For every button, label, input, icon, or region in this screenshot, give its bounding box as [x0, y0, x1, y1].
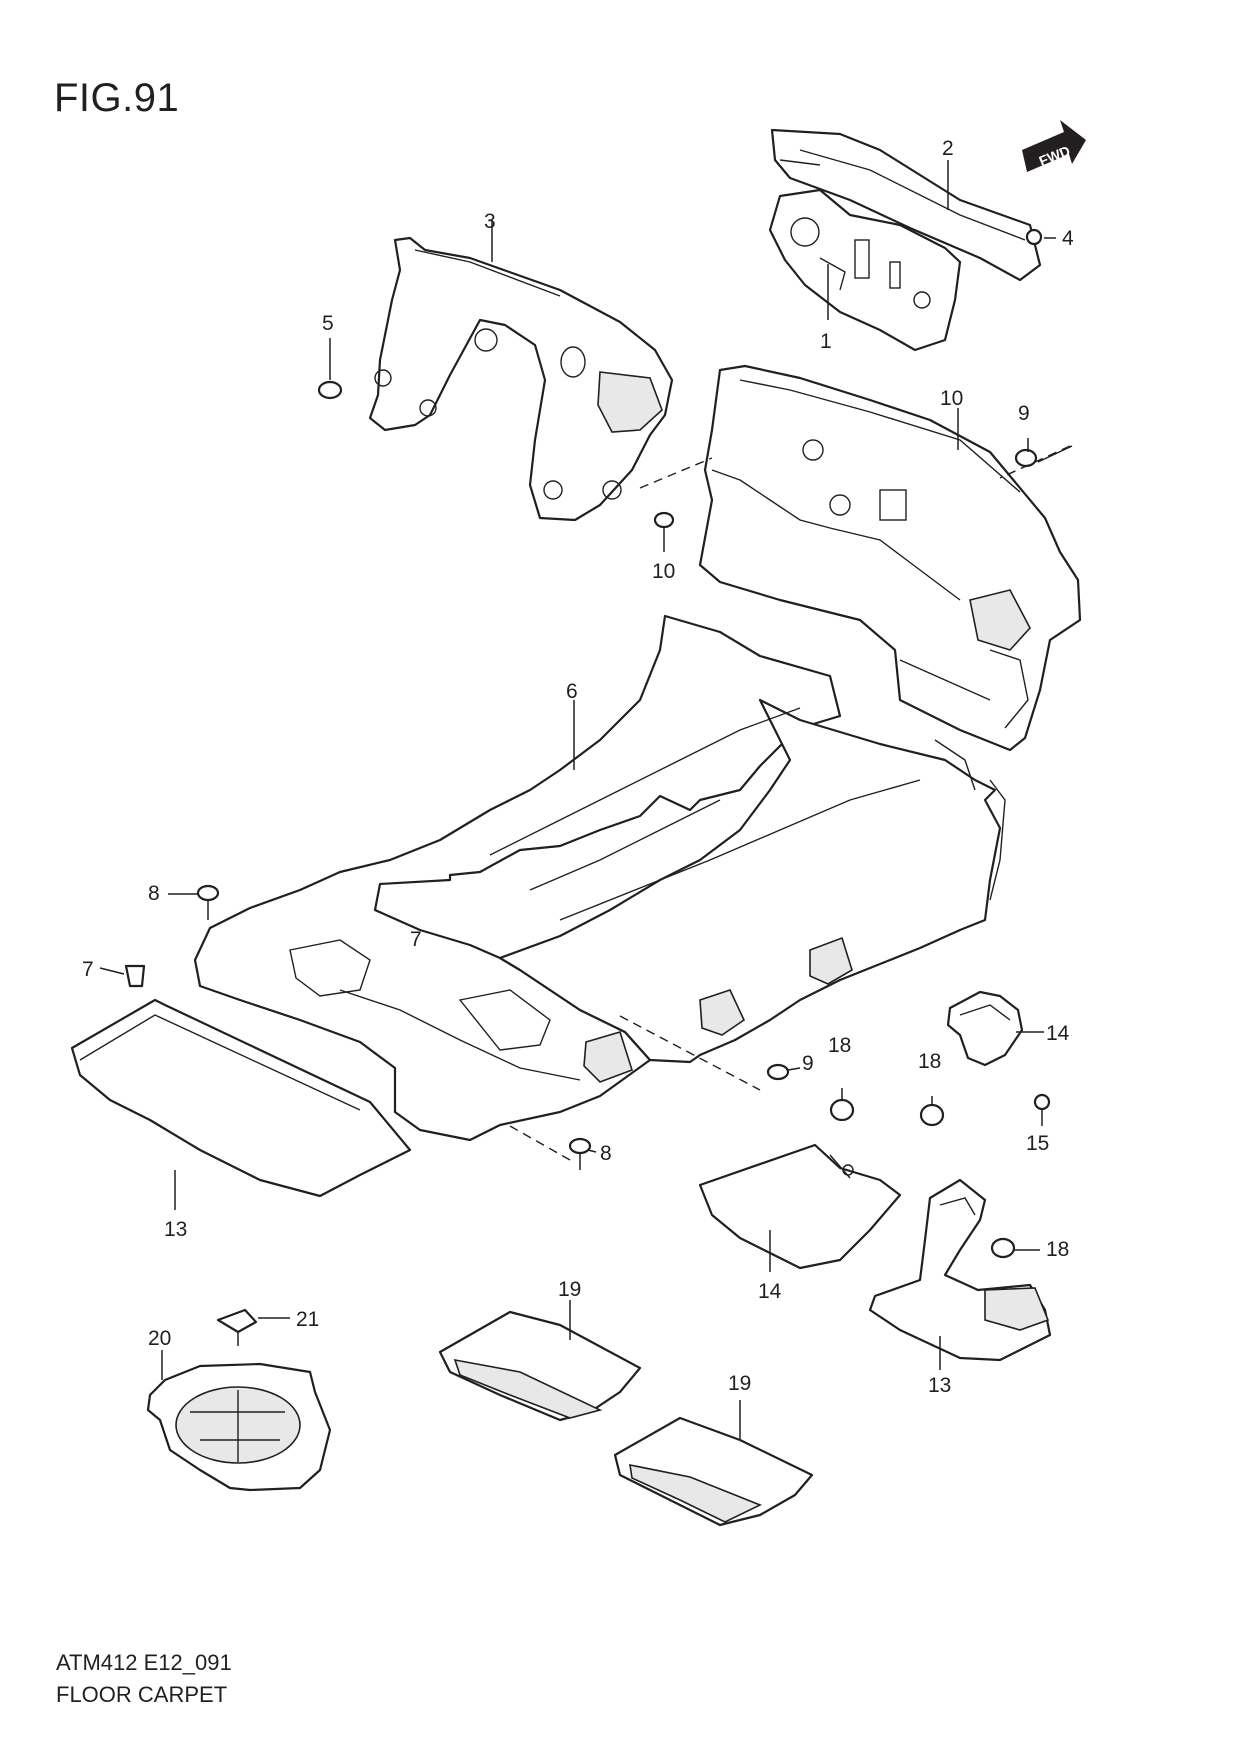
clip-5-icon: [317, 380, 343, 400]
clip-21-icon: [216, 1308, 258, 1346]
clip-18a-icon: [829, 1098, 855, 1122]
part-3-dash-insulator: [368, 236, 674, 522]
callout-13: 13: [928, 1374, 951, 1397]
callout-21: 21: [296, 1308, 319, 1331]
figure-name: FLOOR CARPET: [56, 1682, 228, 1707]
callout-4: 4: [1062, 227, 1074, 250]
part-6-floor-carpet: [193, 614, 1006, 1142]
clip-11-icon: [1014, 448, 1038, 468]
callout-12: 10: [652, 560, 675, 583]
part-19-mat-a: [438, 1310, 642, 1422]
figure-title: FIG.91: [54, 76, 180, 120]
callout-15: 13: [164, 1218, 187, 1241]
part-16-bracket: [946, 990, 1024, 1067]
callout-2: 2: [942, 137, 954, 160]
clip-7-icon: [124, 964, 146, 988]
callout-1: 1: [820, 330, 832, 353]
callout-7-floor: 7: [410, 928, 422, 951]
callout-7-left: 7: [82, 958, 94, 981]
callout-16: 14: [1046, 1022, 1070, 1045]
callout-17: 15: [1026, 1132, 1049, 1155]
callout-8-lower: 8: [600, 1142, 612, 1165]
part-13-floor-mat-rear: [868, 1178, 1052, 1362]
part-15-luggage-board: [70, 998, 412, 1198]
clip-17-icon: [1033, 1093, 1051, 1111]
clip-12-icon: [653, 511, 675, 529]
callout-18-a: 18: [828, 1034, 851, 1057]
figure-code: ATM412 E12_091: [56, 1650, 232, 1675]
callout-6: 6: [566, 680, 578, 703]
part-14-floor-mat-front: [698, 1143, 902, 1270]
clip-9-icon: [766, 1063, 790, 1081]
callout-14: 14: [758, 1280, 782, 1303]
callout-19-b: 19: [728, 1372, 751, 1395]
callout-18-b: 18: [918, 1050, 941, 1073]
clip-8-lower-icon: [568, 1137, 592, 1170]
callout-3: 3: [484, 210, 496, 233]
part-1-dash-silencer-lower: [768, 188, 962, 352]
callout-19-a: 19: [558, 1278, 581, 1301]
part-19-mat-b: [613, 1416, 814, 1527]
callout-18-c: 18: [1046, 1238, 1069, 1261]
callout-9: 9: [802, 1052, 814, 1075]
part-10-dash-silencer-inner: [698, 364, 1082, 752]
part-20-tire-pad: [146, 1362, 332, 1492]
callout-10: 10: [940, 387, 963, 410]
clip-8-upper-icon: [196, 884, 220, 920]
clip-4-icon: [1025, 228, 1043, 246]
clip-18b-icon: [919, 1103, 945, 1127]
clip-18c-icon: [990, 1237, 1016, 1259]
callout-8-upper: 8: [148, 882, 160, 905]
callout-labels: 2 4 3 5 1 10 9 10 6 8 7 7 9 8 13 14 18 1…: [82, 137, 1074, 1397]
callout-5: 5: [322, 312, 334, 335]
callout-11: 9: [1018, 402, 1030, 425]
part-2-dash-silencer-upper: [770, 128, 1042, 282]
callout-20: 20: [148, 1327, 171, 1350]
fwd-arrow-icon: FWD: [1022, 120, 1086, 172]
